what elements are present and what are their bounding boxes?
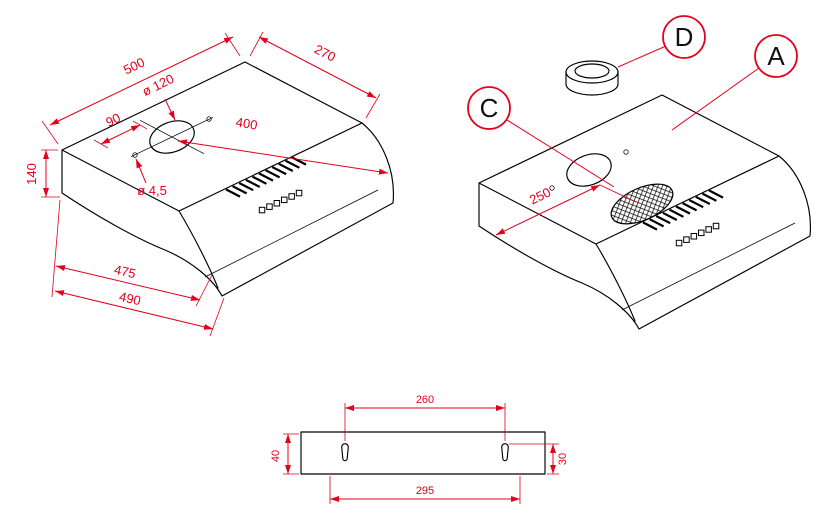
- dim-label-295: 295: [416, 485, 434, 497]
- extension-line: [599, 184, 637, 203]
- view-iso-labeled: 250 C D A: [467, 15, 812, 331]
- label-circle: [754, 34, 798, 78]
- dim-label-400: 400: [235, 114, 259, 132]
- label-letter-c: C: [480, 93, 499, 123]
- label-duct-collar-D: D: [617, 15, 706, 68]
- extension-line: [249, 31, 381, 119]
- dimension-line: [495, 184, 601, 236]
- label-letter-d: D: [675, 22, 694, 52]
- dim-hole-offset-90: 90: [93, 110, 148, 149]
- dim-label-475: 475: [113, 262, 138, 281]
- dim-right-offset-30: 30: [509, 443, 569, 475]
- extension-line: [41, 149, 60, 198]
- dim-label-90: 90: [103, 110, 123, 130]
- label-hood-body-A: A: [671, 34, 798, 131]
- dimension-line: [258, 36, 377, 99]
- dim-label-30: 30: [557, 453, 569, 465]
- dim-body-height-140: 140: [24, 149, 60, 198]
- label-circle: [467, 86, 511, 130]
- duct-collar: [565, 60, 619, 96]
- dimension-line: [54, 290, 214, 330]
- dim-label-dia-4-5: ø 4,5: [137, 183, 167, 198]
- extension-line: [209, 297, 225, 337]
- leader-line: [617, 45, 667, 68]
- mounting-plate: [300, 431, 546, 475]
- leader-line: [506, 119, 615, 188]
- dim-hole-pitch-260: 260: [344, 394, 506, 441]
- label-circle: [662, 15, 706, 59]
- leader-line: [164, 98, 176, 121]
- dim-label-260: 260: [416, 394, 434, 406]
- dim-label-500: 500: [121, 54, 147, 77]
- dimension-line: [100, 124, 141, 145]
- dimension-line: [49, 36, 234, 126]
- dim-label-490: 490: [118, 289, 143, 308]
- dim-hole-offset-400: 400: [177, 114, 389, 175]
- dim-bottom-inner-475: 475: [51, 199, 213, 307]
- dim-label-40: 40: [270, 450, 282, 462]
- dim-outer-pitch-295: 295: [329, 476, 521, 504]
- collar-inner-hole: [574, 63, 610, 79]
- dim-bottom-outer-490: 490: [54, 289, 225, 337]
- dim-label-140: 140: [24, 163, 39, 185]
- dim-label-270: 270: [312, 41, 338, 64]
- dim-label-dia-120: ø 120: [140, 71, 176, 99]
- extension-line: [283, 433, 299, 475]
- view-mounting-plate: 260 295 40 30: [270, 394, 569, 504]
- leader-line: [671, 67, 760, 131]
- label-letter-a: A: [767, 41, 785, 71]
- keyhole-slot-left: [341, 443, 349, 462]
- dim-left-offset-40: 40: [270, 433, 299, 475]
- leader-line: [135, 158, 147, 184]
- grease-filter-hatched: [610, 183, 674, 225]
- keyhole-slot-right: [501, 443, 509, 462]
- dimension-line: [177, 139, 389, 175]
- dim-screw-hole-dia-4-5: ø 4,5: [135, 158, 167, 198]
- view-iso-dimensioned: 500 270 90 ø 120 400 ø 4,5 140: [24, 31, 395, 337]
- hood-body: [60, 60, 395, 298]
- label-grease-filter-C: C: [467, 86, 615, 188]
